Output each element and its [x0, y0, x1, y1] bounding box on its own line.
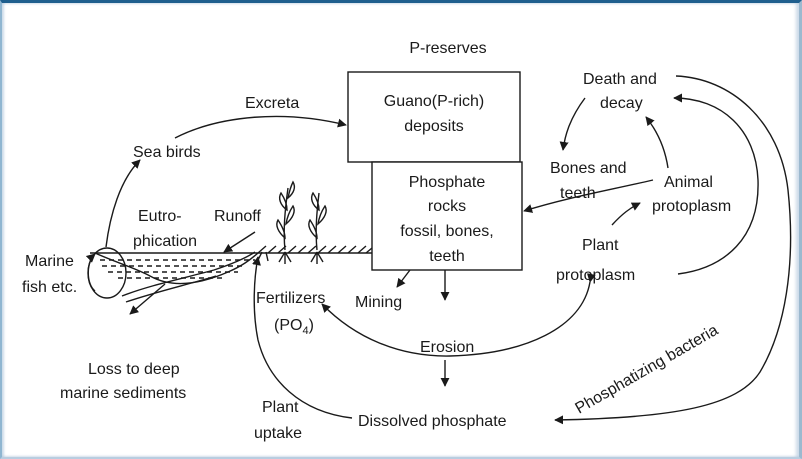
- fertilizers-label-line1: Fertilizers: [256, 290, 325, 307]
- marine-fish-cycle: [88, 248, 126, 298]
- animal-protoplasm-label-line1: Animal: [664, 174, 713, 191]
- plant-to-animal-arrow: [612, 203, 640, 225]
- excreta-arrow: [175, 116, 346, 138]
- phosphatizing-bacteria-label: Phosphatizing bacteria: [573, 322, 722, 418]
- plant-uptake-label-line1: Plant: [262, 399, 299, 416]
- phosphate-rocks-label-line3: fossil, bones,: [400, 223, 493, 240]
- mining-arrow: [397, 270, 410, 287]
- plant-icon: [258, 182, 326, 264]
- eutrophication-label-line2: phication: [133, 233, 197, 250]
- phosphate-rocks-label-line2: rocks: [428, 198, 466, 215]
- runoff-label: Runoff: [214, 208, 261, 225]
- bones-teeth-label-line2: teeth: [560, 185, 596, 202]
- loss-label-line1: Loss to deep: [88, 361, 180, 378]
- sea-basin: [95, 252, 258, 302]
- marine-label-line2: fish etc.: [22, 279, 77, 296]
- death-decay-label-line1: Death and: [583, 71, 657, 88]
- phosphate-rocks-label-line4: teeth: [429, 248, 465, 265]
- plant-uptake-label-line2: uptake: [254, 425, 302, 442]
- mining-label: Mining: [355, 294, 402, 311]
- plant-protoplasm-label-line1: Plant: [582, 237, 619, 254]
- fertilizers-label-line2: (PO4): [274, 317, 314, 337]
- dissolved-phosphate-label: Dissolved phosphate: [358, 413, 507, 430]
- eutrophication-label-line1: Eutro-: [138, 208, 182, 225]
- animal-to-decay-arrow: [646, 117, 668, 168]
- p-reserves-label: P-reserves: [409, 40, 486, 57]
- bones-teeth-label-line1: Bones and: [550, 160, 627, 177]
- plant-protoplasm-label-line2: protoplasm: [556, 267, 635, 284]
- guano-label-line1: Guano(P-rich): [384, 93, 484, 110]
- phosphate-rocks-label-line1: Phosphate: [409, 174, 486, 191]
- runoff-arrow: [224, 232, 255, 252]
- loss-label-line2: marine sediments: [60, 385, 186, 402]
- death-decay-label-line2: decay: [600, 95, 643, 112]
- guano-deposits-box: [348, 72, 520, 162]
- decay-to-bones-arrow: [563, 98, 585, 150]
- excreta-label: Excreta: [245, 95, 299, 112]
- marine-label-line1: Marine: [25, 253, 74, 270]
- erosion-label: Erosion: [420, 339, 474, 356]
- animal-protoplasm-label-line2: protoplasm: [652, 198, 731, 215]
- plant-uptake-arrow: [254, 257, 352, 418]
- sea-birds-label: Sea birds: [133, 144, 201, 161]
- guano-label-line2: deposits: [404, 118, 464, 135]
